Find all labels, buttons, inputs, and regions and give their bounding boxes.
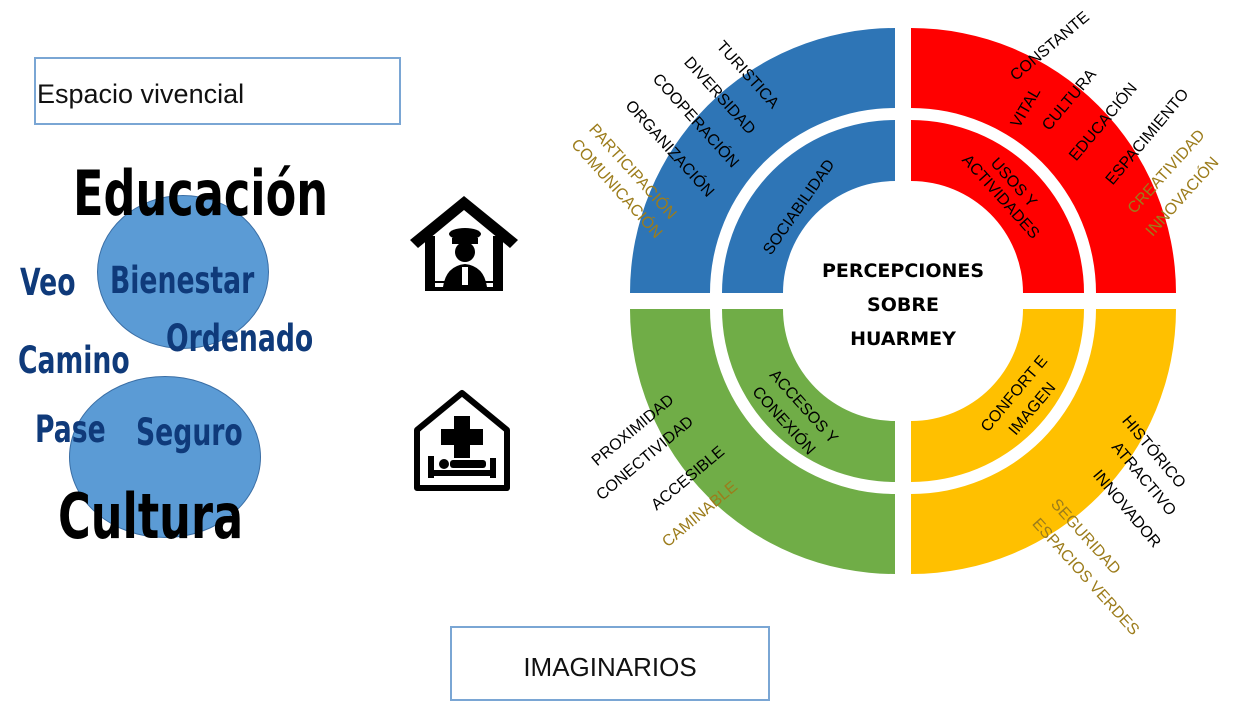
word-bienestar: Bienestar <box>110 259 255 302</box>
center-label-0: PERCEPCIONES <box>822 260 984 282</box>
sociabilidad-quadrant <box>630 28 895 293</box>
upper-circle <box>97 195 269 349</box>
center-label-2: HUARMEY <box>850 328 956 350</box>
police-house-icon <box>410 196 518 291</box>
word-camino: Camino <box>18 339 130 382</box>
word-cultura: Cultura <box>58 480 244 553</box>
espacio-vivencial-box: Espacio vivencial <box>34 57 401 125</box>
word-educacion: Educación <box>73 157 329 230</box>
imaginarios-box: IMAGINARIOS <box>450 626 770 701</box>
confort-inner-ring <box>911 309 1084 482</box>
word-ordenado: Ordenado <box>166 317 314 360</box>
accesos-quadrant <box>630 309 895 574</box>
usos-inner-ring <box>911 120 1084 293</box>
confort-outer-ring <box>911 309 1176 574</box>
sociabilidad-inner-ring <box>722 120 895 293</box>
imaginarios-label: IMAGINARIOS <box>523 652 697 682</box>
word-veo: Veo <box>20 261 76 304</box>
confort-quadrant <box>911 309 1176 574</box>
word-pase: Pase <box>35 408 106 451</box>
lower-circle <box>69 376 261 538</box>
espacio-vivencial-label: Espacio vivencial <box>37 79 245 109</box>
sociabilidad-outer-ring <box>630 28 895 293</box>
usos-quadrant <box>911 28 1176 293</box>
word-seguro: Seguro <box>136 411 243 454</box>
hospital-icon <box>414 390 510 491</box>
center-label-1: SOBRE <box>867 294 939 316</box>
accesos-inner-ring <box>722 309 895 482</box>
accesos-outer-ring <box>630 309 895 574</box>
usos-outer-ring <box>911 28 1176 293</box>
